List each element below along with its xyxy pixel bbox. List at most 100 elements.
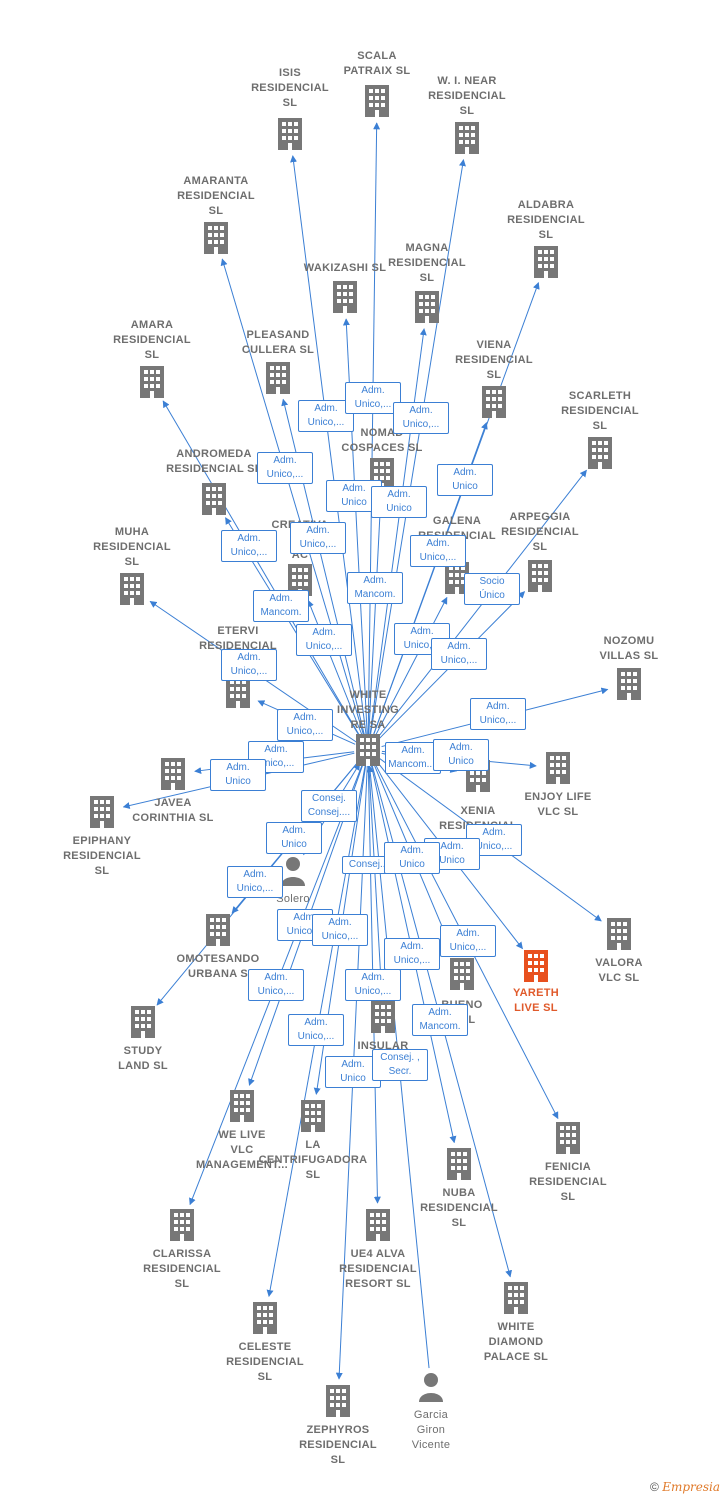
relation-badge[interactable]: Adm. Unico,...	[312, 914, 368, 946]
relation-badge[interactable]: Adm. Unico,...	[288, 1014, 344, 1046]
node-label-white_investing[interactable]: WHITE INVESTING RE SA	[337, 689, 399, 731]
relation-badge[interactable]: Adm. Unico	[210, 759, 266, 791]
node-label-amara[interactable]: AMARA RESIDENCIAL SL	[113, 319, 191, 361]
building-icon-amaranta[interactable]	[204, 222, 228, 254]
relation-badge[interactable]: Adm. Unico,...	[290, 522, 346, 554]
building-icon-viena[interactable]	[482, 386, 506, 418]
node-label-scala[interactable]: SCALA PATRAIX SL	[343, 50, 411, 77]
building-icon-amara[interactable]	[140, 366, 164, 398]
relation-badge[interactable]: Socio Único	[464, 573, 520, 605]
node-label-zephyros[interactable]: ZEPHYROS RESIDENCIAL SL	[299, 1424, 377, 1466]
relation-badge[interactable]: Adm. Unico,...	[257, 452, 313, 484]
relation-badge[interactable]: Consej. , Secr.	[372, 1049, 428, 1081]
node-label-viena[interactable]: VIENA RESIDENCIAL SL	[455, 339, 533, 381]
relation-badge[interactable]: Adm. Unico,...	[277, 709, 333, 741]
building-icon-pleasand[interactable]	[266, 362, 290, 394]
node-label-nuba[interactable]: NUBA RESIDENCIAL SL	[420, 1187, 498, 1229]
relation-badge[interactable]: Adm. Unico,...	[248, 969, 304, 1001]
relation-badge[interactable]: Adm. Unico,...	[440, 925, 496, 957]
node-label-magna[interactable]: MAGNA RESIDENCIAL SL	[388, 242, 466, 284]
node-label-nomad[interactable]: NOMAD COSPACES SL	[341, 427, 423, 454]
building-icon-omotesando[interactable]	[206, 914, 230, 946]
relation-badge[interactable]: Adm. Unico	[437, 464, 493, 496]
building-icon-enjoy[interactable]	[546, 752, 570, 784]
building-icon-zephyros[interactable]	[326, 1385, 350, 1417]
relation-badge[interactable]: Adm. Unico,...	[394, 623, 450, 655]
building-icon-magna[interactable]	[415, 291, 439, 323]
node-label-fenicia[interactable]: FENICIA RESIDENCIAL SL	[529, 1161, 607, 1203]
building-icon-ue4[interactable]	[366, 1209, 390, 1241]
relation-badge[interactable]: Adm. Mancom....	[385, 742, 441, 774]
node-label-pleasand[interactable]: PLEASAND CULLERA SL	[241, 329, 315, 356]
relation-badge[interactable]: Adm. Mancom.	[347, 572, 403, 604]
building-icon-centrifugadora[interactable]	[301, 1100, 325, 1132]
relation-badge[interactable]: Adm. Unico,...	[227, 866, 283, 898]
building-icon-isis[interactable]	[278, 118, 302, 150]
node-label-valora[interactable]: VALORA VLC SL	[595, 957, 643, 984]
building-icon-aldabra[interactable]	[534, 246, 558, 278]
building-icon-celeste[interactable]	[253, 1302, 277, 1334]
relation-badge[interactable]: Adm. Unico	[371, 486, 427, 518]
relation-badge[interactable]: Adm. Unico	[266, 822, 322, 854]
building-icon-muha[interactable]	[120, 573, 144, 605]
relation-badge[interactable]: Adm. Unico,...	[221, 530, 277, 562]
node-label-celeste[interactable]: CELESTE RESIDENCIAL SL	[226, 1341, 304, 1383]
building-icon-nuba[interactable]	[447, 1148, 471, 1180]
building-icon-insular[interactable]	[371, 1001, 395, 1033]
node-label-wakizashi[interactable]: WAKIZASHI SL	[303, 262, 387, 274]
node-label-amaranta[interactable]: AMARANTA RESIDENCIAL SL	[177, 175, 255, 217]
node-label-muha[interactable]: MUHA RESIDENCIAL SL	[93, 526, 171, 568]
building-icon-epiphany[interactable]	[90, 796, 114, 828]
building-icon-whitediamond[interactable]	[504, 1282, 528, 1314]
relation-badge[interactable]: Consej. Consej....	[301, 790, 357, 822]
person-icon-solero[interactable]	[281, 857, 305, 886]
building-icon-valora[interactable]	[607, 918, 631, 950]
node-label-scarleth[interactable]: SCARLETH RESIDENCIAL SL	[561, 390, 639, 432]
relation-badge[interactable]: Adm. Unico	[325, 1056, 381, 1088]
node-label-andromeda[interactable]: ANDROMEDA RESIDENCIAL SL	[166, 448, 262, 475]
node-label-yareth[interactable]: YARETH LIVE SL	[512, 987, 559, 1014]
node-label-wnear[interactable]: W. I. NEAR RESIDENCIAL SL	[428, 75, 506, 117]
relation-badge[interactable]: Adm. Unico,...	[470, 698, 526, 730]
node-label-whitediamond[interactable]: WHITE DIAMOND PALACE SL	[483, 1321, 549, 1363]
relation-badge[interactable]: Adm. Mancom.	[253, 590, 309, 622]
building-icon-yareth[interactable]	[524, 950, 548, 982]
building-icon-javea[interactable]	[161, 758, 185, 790]
node-label-centrifugadora[interactable]: LA CENTRIFUGADORA SL	[258, 1139, 368, 1181]
relation-badge[interactable]: Adm. Unico,...	[298, 400, 354, 432]
building-icon-welive[interactable]	[230, 1090, 254, 1122]
building-icon-scarleth[interactable]	[588, 437, 612, 469]
node-label-omotesando[interactable]: OMOTESANDO URBANA S	[176, 953, 260, 980]
relation-badge[interactable]: Adm. Unico,...	[345, 969, 401, 1001]
building-icon-arpeggia[interactable]	[528, 560, 552, 592]
node-label-welive[interactable]: WE LIVE VLC MANAGEMENT...	[196, 1129, 288, 1171]
node-label-aldabra[interactable]: ALDABRA RESIDENCIAL SL	[507, 199, 585, 241]
node-label-clarissa[interactable]: CLARISSA RESIDENCIAL SL	[143, 1248, 221, 1290]
building-icon-andromeda[interactable]	[202, 483, 226, 515]
relation-badge[interactable]: Adm. Unico,...	[410, 535, 466, 567]
node-label-ue4[interactable]: UE4 ALVA RESIDENCIAL RESORT SL	[339, 1248, 417, 1290]
relation-badge[interactable]: Adm. Unico,...	[296, 624, 352, 656]
relation-badge[interactable]: Adm. Mancom.	[412, 1004, 468, 1036]
node-label-garcia[interactable]: Garcia Giron Vicente	[411, 1409, 451, 1451]
footer-brand[interactable]: © Empresia	[650, 1480, 720, 1494]
node-label-javea[interactable]: JAVEA CORINTHIA SL	[132, 797, 214, 824]
building-icon-bueno[interactable]	[450, 958, 474, 990]
person-icon-garcia[interactable]	[419, 1373, 443, 1402]
node-label-isis[interactable]: ISIS RESIDENCIAL SL	[251, 67, 329, 109]
node-label-arpeggia[interactable]: ARPEGGIA RESIDENCIAL SL	[501, 511, 579, 553]
building-icon-fenicia[interactable]	[556, 1122, 580, 1154]
relation-badge[interactable]: Adm. Unico	[384, 842, 440, 874]
building-icon-study[interactable]	[131, 1006, 155, 1038]
node-label-epiphany[interactable]: EPIPHANY RESIDENCIAL SL	[63, 835, 141, 877]
node-label-enjoy[interactable]: ENJOY LIFE VLC SL	[524, 791, 592, 818]
relation-badge[interactable]: Adm. Unico,...	[393, 402, 449, 434]
relation-badge[interactable]: Adm. Unico	[433, 739, 489, 771]
relation-badge[interactable]: Adm. Unico,...	[431, 638, 487, 670]
relation-badge[interactable]: Adm. Unico,...	[221, 649, 277, 681]
node-label-nozomu[interactable]: NOZOMU VILLAS SL	[599, 635, 659, 662]
relation-badge[interactable]: Adm. Unico,...	[345, 382, 401, 414]
node-label-study[interactable]: STUDY LAND SL	[118, 1045, 168, 1072]
building-icon-nozomu[interactable]	[617, 668, 641, 700]
building-icon-scala[interactable]	[365, 85, 389, 117]
